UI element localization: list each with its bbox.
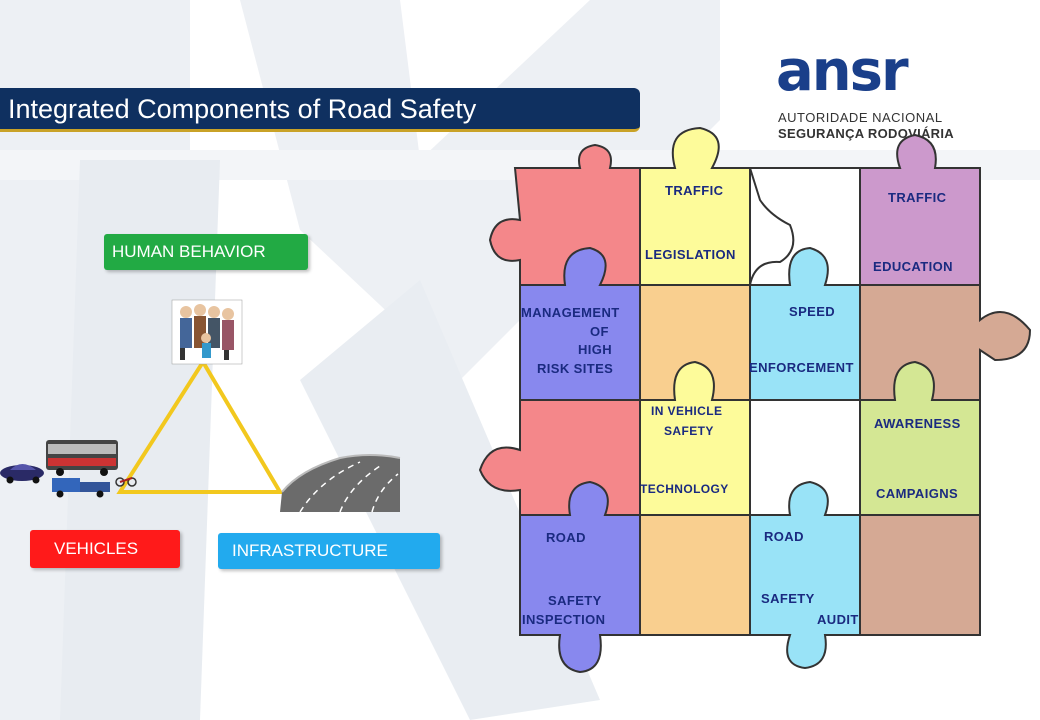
label-legislation: LEGISLATION xyxy=(645,247,736,262)
people-group-icon xyxy=(171,299,243,365)
label-education: EDUCATION xyxy=(873,259,953,274)
puzzle-piece-brown-bottom xyxy=(859,514,981,636)
vehicles-label: VEHICLES xyxy=(30,530,180,568)
logo-line-1: AUTORIDADE NACIONAL xyxy=(778,110,943,125)
label-inspection: INSPECTION xyxy=(522,612,606,627)
label-safety-3: SAFETY xyxy=(761,591,815,606)
puzzle-piece-awareness xyxy=(859,360,981,516)
label-risk-sites: RISK SITES xyxy=(537,361,614,376)
human-behavior-label: HUMAN BEHAVIOR xyxy=(104,234,308,270)
label-technology: TECHNOLOGY xyxy=(640,482,729,496)
label-safety-2: SAFETY xyxy=(548,593,602,608)
triangle-outline xyxy=(116,358,284,494)
label-safety-1: SAFETY xyxy=(664,424,714,438)
label-speed: SPEED xyxy=(789,304,836,319)
vehicles-icon xyxy=(0,440,137,498)
puzzle-piece-white-top xyxy=(748,167,861,286)
label-management: MANAGEMENT xyxy=(521,305,620,320)
label-road-1: ROAD xyxy=(546,530,586,545)
puzzle-piece-traffic-legislation xyxy=(639,126,751,286)
logo-mark: ansr xyxy=(776,39,909,104)
label-campaigns: CAMPAIGNS xyxy=(876,486,959,501)
puzzle-piece-brown-mid xyxy=(859,284,1032,401)
infrastructure-label: INFRASTRUCTURE xyxy=(218,533,440,569)
road-safety-triangle xyxy=(0,299,401,513)
puzzle-piece-traffic-education xyxy=(859,133,981,286)
label-audit: AUDIT xyxy=(817,612,859,627)
label-traffic-1: TRAFFIC xyxy=(665,183,724,198)
road-icon xyxy=(280,454,401,513)
label-high: HIGH xyxy=(578,342,613,357)
slide-title: Integrated Components of Road Safety xyxy=(8,94,477,124)
label-traffic-2: TRAFFIC xyxy=(888,190,947,205)
puzzle-piece-speed-enforcement xyxy=(749,246,861,401)
ansr-logo: ansr AUTORIDADE NACIONAL SEGURANÇA RODOV… xyxy=(776,44,966,144)
label-road-2: ROAD xyxy=(764,529,804,544)
puzzle-piece-orange-bottom xyxy=(639,514,751,636)
puzzle-piece-red-bottom xyxy=(478,399,641,516)
slide-title-bar: Integrated Components of Road Safety xyxy=(0,88,640,132)
puzzle-piece-management xyxy=(519,246,641,401)
puzzle-piece-in-vehicle xyxy=(639,360,751,516)
label-of: OF xyxy=(590,324,609,339)
label-enforcement: ENFORCEMENT xyxy=(749,360,854,375)
puzzle-graphic xyxy=(478,126,1032,674)
label-in-vehicle: IN VEHICLE xyxy=(651,404,723,418)
label-awareness: AWARENESS xyxy=(874,416,961,431)
